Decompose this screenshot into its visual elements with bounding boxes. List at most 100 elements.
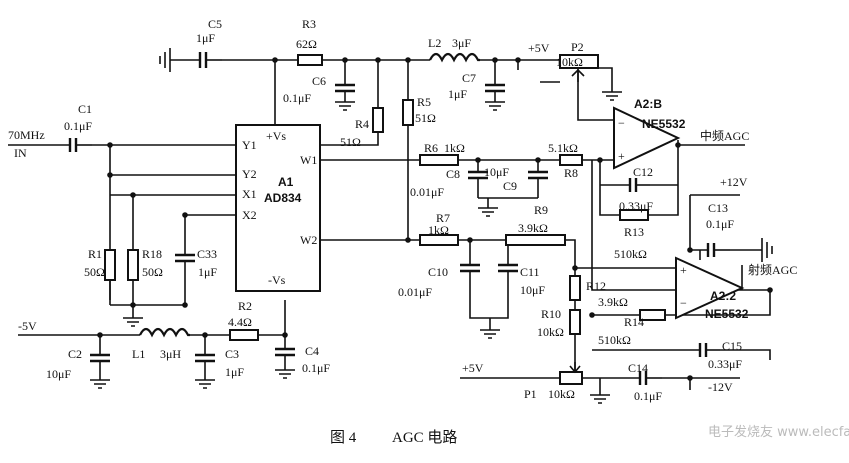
c3-value: 1μF [225, 365, 244, 379]
r6-body [419, 154, 459, 166]
ground-p1 [590, 394, 610, 404]
opamp-a2b: − + A2:B NE5532 [613, 97, 686, 170]
vcc-p1-label: +5V [462, 361, 484, 375]
r5-ref: R5 [417, 95, 431, 109]
a1-ref-label: A1 [278, 175, 294, 189]
r4-value: 51Ω [340, 135, 361, 149]
pin-x1-label: X1 [242, 187, 257, 201]
c1-ref: C1 [78, 102, 92, 116]
p1-wiper [569, 362, 581, 374]
ground-c13 [761, 238, 773, 262]
ground-p2 [602, 91, 622, 101]
figure-number: 图 4 [330, 429, 357, 446]
c13-value: 0.1μF [706, 217, 734, 231]
r9-body [505, 234, 566, 246]
c10-ref: C10 [428, 265, 448, 279]
l2-value: 3μF [452, 36, 471, 50]
a22-ref-label: A2:2 [710, 289, 736, 303]
r18-body [127, 249, 139, 281]
c14-value: 0.1μF [634, 389, 662, 403]
r12-ref: R12 [586, 279, 606, 293]
r12-body [569, 275, 581, 301]
c6-ref: C6 [312, 74, 326, 88]
ground-c2 [90, 379, 110, 389]
c6-value: 0.1μF [283, 91, 311, 105]
r7-body [419, 234, 459, 246]
opamp-a22: + − A2:2 NE5532 [675, 256, 749, 321]
r13-value: 510kΩ [614, 247, 647, 261]
r9-ref: R9 [534, 203, 548, 217]
r5-value: 51Ω [415, 111, 436, 125]
c5-value: 1μF [196, 31, 215, 45]
l2-ref: L2 [428, 36, 441, 50]
r4-body [372, 107, 384, 133]
c9-ref: C9 [503, 179, 517, 193]
if-agc-output-label: 中频AGC [700, 128, 749, 143]
r18-ref: R18 [142, 247, 162, 261]
r1-body [104, 249, 116, 281]
junctions [97, 57, 773, 381]
r10-value: 10kΩ [537, 325, 564, 339]
a22-minus-sign: − [680, 296, 687, 310]
ground-c5 [159, 48, 171, 72]
c10-value: 0.01μF [398, 285, 432, 299]
vee-op-label: -12V [708, 380, 733, 394]
pin-y2-label: Y2 [242, 167, 257, 181]
p2-body [559, 54, 599, 69]
c4-ref: C4 [305, 344, 319, 358]
l2-coil [429, 52, 480, 63]
l1-coil [139, 327, 190, 338]
c7-value: 1μF [448, 87, 467, 101]
r10-body [569, 309, 581, 335]
r9-value: 3.9kΩ [518, 221, 548, 235]
c1-value: 0.1μF [64, 119, 92, 133]
r2-body [229, 329, 259, 341]
c15-ref: C15 [722, 339, 742, 353]
a2b-ref-label: A2:B [634, 97, 662, 111]
r6-ref: R6 [424, 141, 438, 155]
pin-x2-label: X2 [242, 208, 257, 222]
c8-value: 0.01μF [410, 185, 444, 199]
watermark-text: 电子发烧友 www.elecfans.com [708, 424, 849, 440]
vcc-op-label: +12V [720, 175, 748, 189]
c9-value: 10μF [484, 165, 509, 179]
vee-left-label: -5V [18, 319, 37, 333]
r7-ref: R7 [436, 211, 450, 225]
net-labels: 70MHz IN +5V 中频AGC +12V 射频AGC -5V +5V -1… [8, 41, 797, 394]
c15-value: 0.33μF [708, 357, 742, 371]
a1-part-label: AD834 [264, 191, 302, 205]
c4-value: 0.1μF [302, 361, 330, 375]
c11-value: 10μF [520, 283, 545, 297]
r2-ref: R2 [238, 299, 252, 313]
vcc-top-label: +5V [528, 41, 550, 55]
c2-ref: C2 [68, 347, 82, 361]
ground-c6 [335, 101, 355, 111]
c11-ref: C11 [520, 265, 540, 279]
r1-value: 50Ω [84, 265, 105, 279]
r4-ref: R4 [355, 117, 369, 131]
figure-title: AGC 电路 [392, 429, 457, 446]
p2-ref: P2 [571, 40, 584, 54]
pin-w2-label: W2 [300, 233, 317, 247]
r2-value: 4.4Ω [228, 315, 252, 329]
r12-value: 3.9kΩ [598, 295, 628, 309]
a2b-part-label: NE5532 [642, 117, 686, 131]
r14-body [639, 309, 666, 321]
r3-ref: R3 [302, 17, 316, 31]
pin-vs-neg-label: -Vs [268, 273, 286, 287]
c33-ref: C33 [197, 247, 217, 261]
r18-value: 50Ω [142, 265, 163, 279]
r8-body [559, 154, 583, 166]
c12-ref: C12 [633, 165, 653, 179]
r14-ref: R14 [624, 315, 644, 329]
resistors [104, 54, 666, 385]
c5-ref: C5 [208, 17, 222, 31]
c8-ref: C8 [446, 167, 460, 181]
c33-value: 1μF [198, 265, 217, 279]
r3-body [297, 54, 323, 66]
r5-body [402, 99, 414, 126]
c7-ref: C7 [462, 71, 476, 85]
ic-a1-ad834: Y1 Y2 X1 X2 W1 W2 +Vs -Vs A1 AD834 [235, 124, 321, 292]
